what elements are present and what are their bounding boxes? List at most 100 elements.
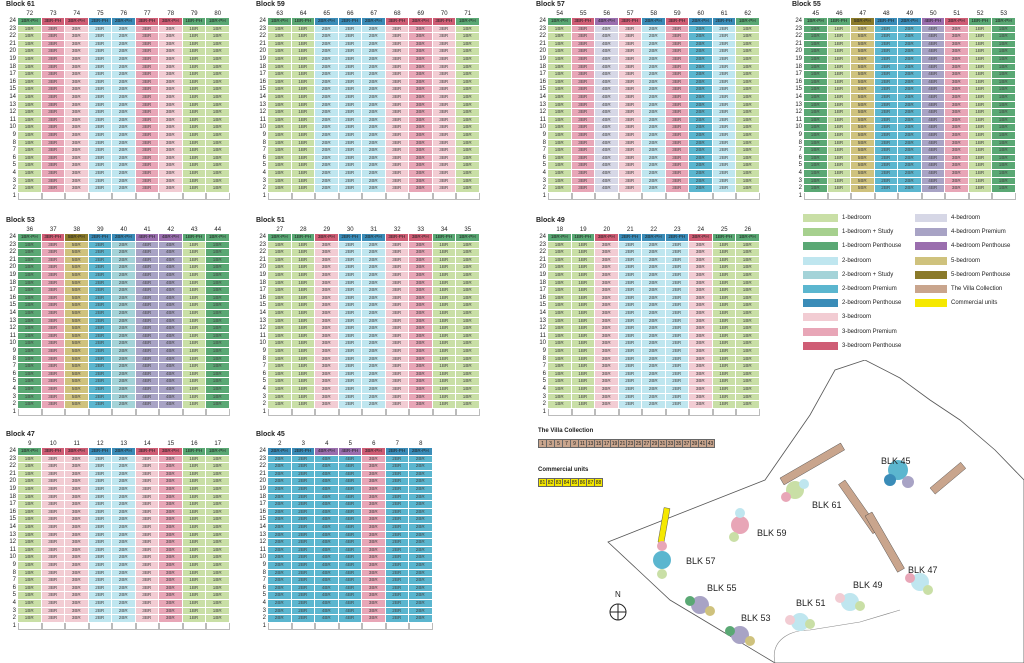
unit-cell[interactable]: 3BR [41,71,65,79]
unit-cell[interactable]: 2BR-PH [642,18,666,26]
unit-cell[interactable]: 2BR [898,48,922,56]
unit-cell[interactable]: 2BR [618,393,642,402]
unit-cell[interactable]: 3BR [65,48,89,56]
unit-cell[interactable]: 3BR [595,370,619,379]
unit-cell[interactable]: 2BR [315,56,339,64]
unit-cell[interactable]: 4BR [338,463,362,471]
unit-cell[interactable]: 4BR [315,562,339,570]
unit-cell[interactable]: 3BR [159,63,183,72]
unit-cell[interactable]: 1BR [827,86,851,94]
unit-cell[interactable]: 4BR [315,463,339,471]
unit-cell[interactable]: 2BR [315,170,339,178]
unit-cell[interactable]: 3BR [595,340,619,348]
unit-cell[interactable]: 3BR [665,78,689,87]
unit-cell[interactable]: 3BR [689,370,713,379]
unit-cell[interactable]: 2BR [385,493,409,502]
unit-cell[interactable]: 1BR [736,170,760,178]
unit-cell[interactable]: 2BR [112,272,136,280]
unit-cell[interactable]: 3BR [159,124,183,132]
unit-cell[interactable]: 2BR-PH [291,448,315,456]
unit-cell[interactable]: 1BR [182,539,206,547]
unit-cell[interactable]: 1BR [432,378,456,386]
unit-cell[interactable]: 1BR [206,78,230,87]
unit-cell[interactable]: 1BR [206,546,230,555]
unit-cell[interactable]: 3BR [315,272,339,280]
unit-cell[interactable]: 3BR [409,40,433,49]
unit-cell[interactable]: 2BR [315,139,339,148]
unit-cell[interactable]: 2BR [88,348,112,356]
unit-cell[interactable]: 3BR [595,264,619,272]
unit-cell[interactable]: 3BR [65,478,89,486]
unit-cell[interactable]: 4BR [159,317,183,326]
unit-cell[interactable]: 1BR [827,101,851,110]
unit-cell[interactable]: 4BR-PH [338,448,362,456]
unit-cell[interactable]: 1BR [736,256,760,265]
unit-cell[interactable]: 3BR [41,132,65,140]
unit-cell[interactable]: 2BR [689,56,713,64]
unit-cell[interactable]: 1BR [804,86,828,94]
unit-cell[interactable]: 2BR [88,78,112,87]
unit-cell[interactable]: 1BR-PH [571,234,595,242]
unit-cell[interactable]: 2BR [874,139,898,148]
unit-cell[interactable]: 2BR [362,71,386,79]
unit-cell[interactable]: 3BR [159,71,183,79]
unit-cell[interactable]: 3BR [618,109,642,117]
unit-cell[interactable]: 3BR [65,63,89,72]
unit-cell[interactable]: 3BR [409,185,433,193]
unit-cell[interactable]: 1BR [206,508,230,517]
unit-cell[interactable]: 1BR [548,147,572,155]
unit-cell[interactable]: 1BR [182,463,206,471]
unit-cell[interactable]: 2BR [112,154,136,163]
unit-cell[interactable]: 3BR [41,241,65,250]
unit-cell[interactable]: 1BR [804,170,828,178]
unit-cell[interactable]: 1BR-PH [268,18,292,26]
unit-cell[interactable]: 2BR [362,132,386,140]
unit-cell[interactable]: 4BR [159,325,183,333]
unit-cell[interactable]: 3BR [409,325,433,333]
unit-cell[interactable]: 3BR [159,592,183,600]
unit-cell[interactable]: 2BR [665,241,689,250]
unit-cell[interactable]: 3BR [571,177,595,186]
unit-cell[interactable]: 2BR [88,607,112,616]
unit-cell[interactable]: 2BR [362,185,386,193]
unit-cell[interactable]: 5BR [65,294,89,303]
unit-cell[interactable]: 2BR [665,401,689,409]
unit-cell[interactable]: 5BR [851,162,875,170]
unit-cell[interactable]: 3BR [409,332,433,341]
unit-cell[interactable]: 1BR [571,294,595,303]
unit-cell[interactable]: 4BR [135,363,159,371]
unit-cell[interactable]: 3BR [385,185,409,193]
unit-cell[interactable]: 1BR [268,386,292,394]
unit-cell[interactable]: 3BR [65,531,89,540]
unit-cell[interactable]: 3BR [362,615,386,623]
unit-cell[interactable]: 2BR [291,577,315,585]
unit-cell[interactable]: 3BR [409,294,433,303]
unit-cell[interactable]: 2BR [874,63,898,72]
unit-cell[interactable]: 2BR [88,132,112,140]
unit-cell[interactable]: 3BR-PH [41,234,65,242]
unit-cell[interactable]: 1BR [18,455,42,464]
unit-cell[interactable]: 1BR [736,154,760,163]
unit-cell[interactable]: 1BR [736,264,760,272]
unit-cell[interactable]: 4BR [315,569,339,578]
unit-cell[interactable]: 3BR [689,310,713,318]
unit-cell[interactable]: 1BR [456,378,480,386]
unit-cell[interactable]: 2BR [618,317,642,326]
unit-cell[interactable]: 2BR [409,584,433,593]
unit-cell[interactable]: 3BR [618,139,642,148]
unit-cell[interactable]: 1BR [456,272,480,280]
unit-cell[interactable]: 4BR [921,154,945,163]
unit-cell[interactable]: 2BR [618,370,642,379]
unit-cell[interactable]: 4BR-PH [921,18,945,26]
unit-cell[interactable]: 1BR [182,86,206,94]
unit-cell[interactable]: 2BR-PH [338,234,362,242]
unit-cell[interactable]: 3BR [385,279,409,288]
unit-cell[interactable]: 1BR [548,33,572,41]
unit-cell[interactable]: 3BR [65,524,89,532]
unit-cell[interactable]: 1BR [571,325,595,333]
unit-cell[interactable]: 2BR [338,317,362,326]
unit-cell[interactable]: 2BR [291,615,315,623]
unit-cell[interactable]: 1BR [206,554,230,562]
unit-cell[interactable]: 2BR [268,554,292,562]
unit-cell[interactable]: 1BR [968,71,992,79]
